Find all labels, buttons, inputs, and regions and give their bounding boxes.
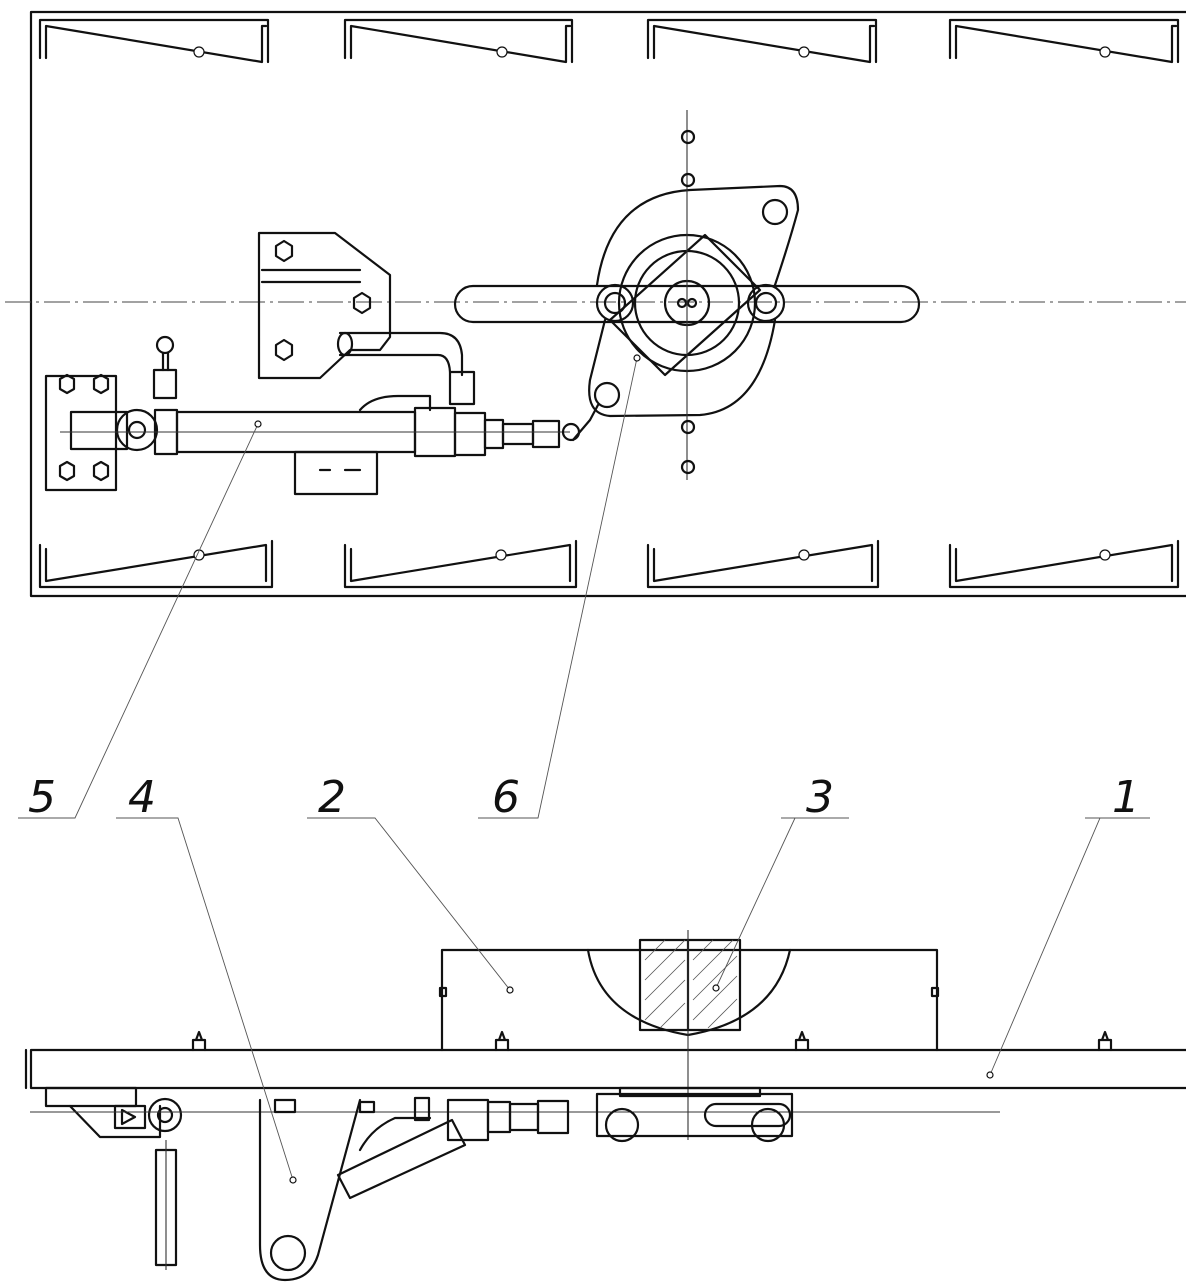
main-beam [29, 1048, 1186, 1090]
rotary-clamp [453, 110, 921, 480]
callout-4: 4 [128, 772, 156, 823]
hydraulic-cylinder [60, 335, 570, 496]
top-brackets-row [38, 18, 1180, 64]
top-view [5, 10, 1186, 598]
beam-bolts [191, 1030, 1113, 1052]
side-view [24, 930, 1186, 1282]
under-beam-assembly [30, 1086, 1000, 1282]
leader-lines [18, 354, 1150, 1184]
upper-bracket-and-hose [257, 231, 464, 380]
callout-3: 3 [806, 772, 834, 823]
callout-6: 6 [492, 772, 520, 823]
callouts: 5 4 2 6 3 1 [28, 772, 1140, 823]
callout-1: 1 [1112, 772, 1140, 823]
hatched-block [586, 930, 792, 1140]
left-mount-plate [44, 373, 129, 492]
housing [440, 948, 939, 1052]
bottom-brackets-row [38, 539, 1180, 589]
top-plate-outline [29, 10, 1186, 598]
callout-5: 5 [28, 772, 56, 823]
callout-2: 2 [318, 772, 346, 823]
